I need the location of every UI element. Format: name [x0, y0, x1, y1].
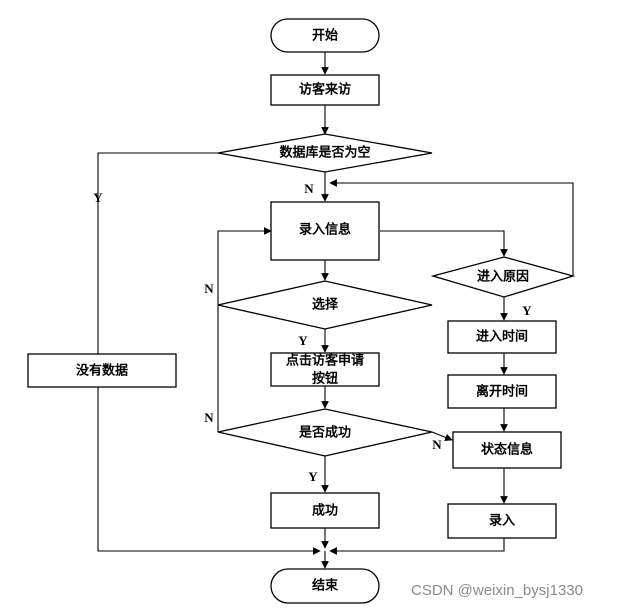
edge-reason-loop — [329, 179, 574, 276]
db-empty-decision — [217, 133, 433, 173]
status-info-box — [452, 431, 562, 469]
enter-info-box — [270, 201, 380, 261]
edge-record-merge — [329, 538, 505, 555]
select-yes-label: Y — [298, 333, 308, 348]
success-box — [270, 492, 380, 529]
is-success-label: 是否成功 — [298, 425, 351, 441]
record-box — [447, 503, 557, 539]
success-yes-label: Y — [308, 469, 318, 484]
click-apply-box — [270, 352, 380, 387]
edge-success-to-status — [431, 431, 453, 442]
reason-yes-label: Y — [522, 303, 532, 318]
edge-db-yes-nodata — [97, 152, 218, 354]
select-label: 选择 — [312, 297, 339, 313]
status-no-label: N — [432, 437, 442, 452]
leave-time-box — [447, 374, 557, 409]
select-no-label: N — [204, 281, 214, 296]
enter-reason-label: 进入原因 — [477, 270, 529, 285]
visitor-arrives-label: 访客来访 — [299, 82, 351, 98]
connectors — [97, 52, 574, 569]
success-label: 成功 — [312, 503, 338, 519]
watermark: CSDN @weixin_bysj1330 — [411, 582, 583, 599]
edge-select-no-loop — [217, 227, 272, 305]
visitor-arrives-box — [270, 74, 380, 106]
enter-reason-decision — [430, 256, 576, 298]
no-data-label: 没有数据 — [76, 363, 128, 379]
leave-time-label: 离开时间 — [476, 384, 528, 400]
edge-enterinfo-reason — [380, 230, 508, 257]
success-no-label: N — [204, 410, 214, 425]
start-label: 开始 — [312, 28, 338, 44]
enter-info-label: 录入信息 — [299, 222, 351, 238]
is-success-decision — [217, 408, 433, 457]
end-label: 结束 — [312, 578, 339, 594]
db-empty-no-label: N — [304, 181, 314, 196]
enter-time-label: 进入时间 — [476, 329, 528, 345]
click-apply-label-1: 点击访客申请 — [286, 353, 364, 369]
click-apply-label-2: 按钮 — [312, 371, 338, 387]
end-terminal — [270, 568, 380, 604]
edge-nodata-merge — [97, 387, 321, 555]
select-decision — [217, 280, 433, 330]
no-data-box — [27, 353, 177, 388]
enter-time-box — [447, 320, 557, 354]
record-label: 录入 — [489, 514, 515, 529]
status-info-label: 状态信息 — [481, 442, 533, 458]
db-empty-yes-label: Y — [93, 190, 103, 205]
db-empty-label: 数据库是否为空 — [279, 145, 370, 161]
start-terminal — [270, 18, 380, 53]
